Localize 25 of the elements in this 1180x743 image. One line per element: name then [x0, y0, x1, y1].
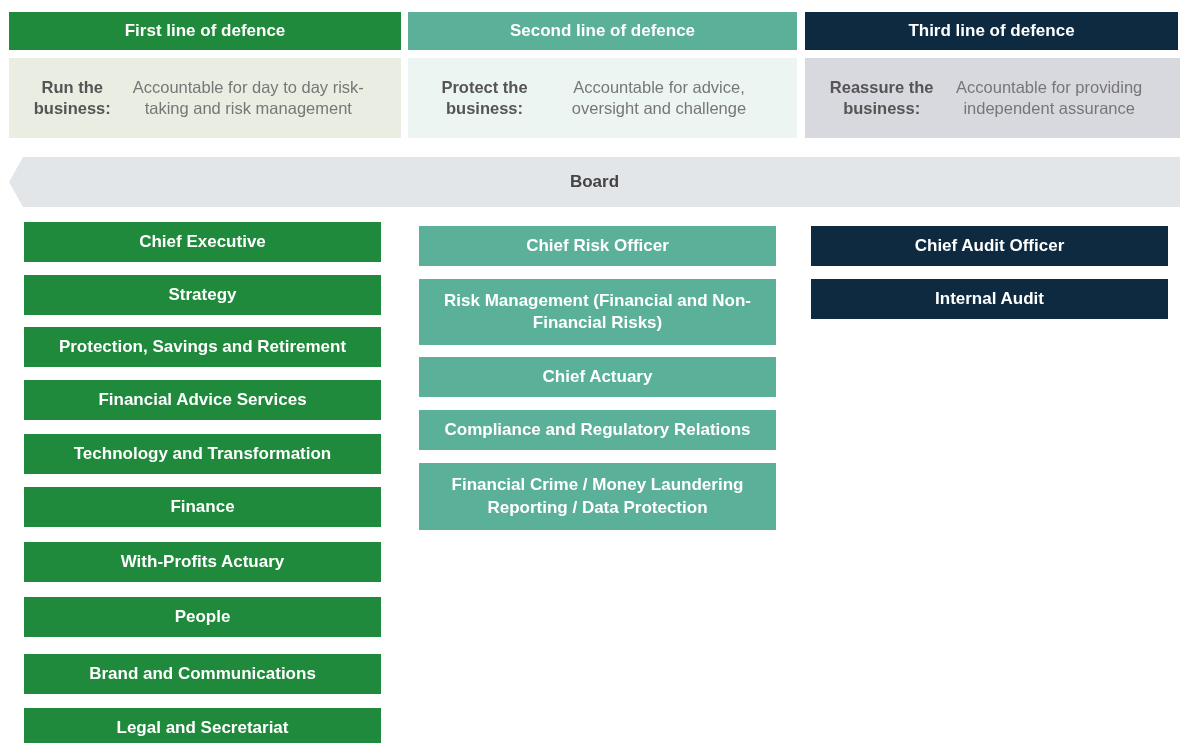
description-panel: Run the business: Accountable for day to day risk-taking and risk management	[9, 58, 401, 138]
role-box: Technology and Transformation	[24, 434, 381, 474]
role-box: Internal Audit	[811, 279, 1168, 319]
arrow-band	[9, 157, 1180, 207]
role-box: Chief Executive	[24, 222, 381, 262]
description-panel: Reassure the business: Accountable for providing independent assurance	[805, 58, 1180, 138]
role-box: Legal and Secretariat	[24, 708, 381, 743]
role-box: Financial Crime / Money Laundering Reporting / Data Protection	[419, 463, 776, 530]
role-box: Brand and Communications	[24, 654, 381, 694]
role-box: Risk Management (Financial and Non-Financial Risks)	[419, 279, 776, 345]
role-box: With-Profits Actuary	[24, 542, 381, 582]
role-box: Strategy	[24, 275, 381, 315]
column-header: Third line of defence	[805, 12, 1178, 50]
role-box: People	[24, 597, 381, 637]
column-header: First line of defence	[9, 12, 401, 50]
role-box: Financial Advice Services	[24, 380, 381, 420]
role-box: Chief Actuary	[419, 357, 776, 397]
role-box: Chief Risk Officer	[419, 226, 776, 266]
description-panel: Protect the business: Accountable for advice, oversight and challenge	[408, 58, 797, 138]
role-box: Protection, Savings and Retirement	[24, 327, 381, 367]
band-label: Board	[569, 170, 620, 193]
column-header: Second line of defence	[408, 12, 797, 50]
role-box: Finance	[24, 487, 381, 527]
role-box: Compliance and Regulatory Relations	[419, 410, 776, 450]
role-box: Chief Audit Officer	[811, 226, 1168, 266]
